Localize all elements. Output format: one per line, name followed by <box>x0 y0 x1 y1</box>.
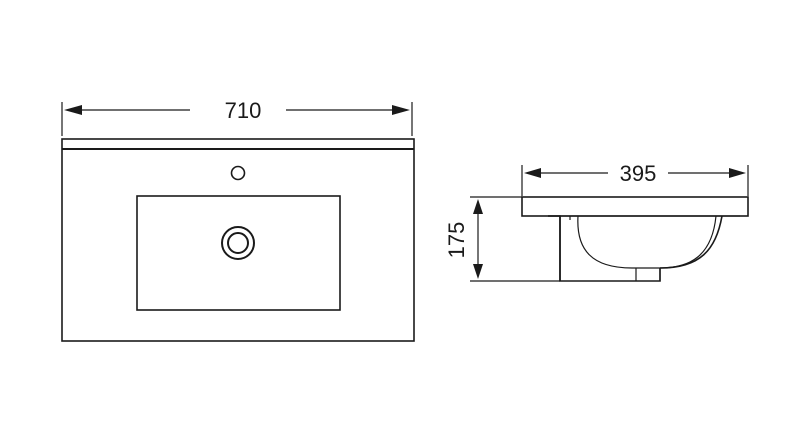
depth-dimension: 395 <box>521 161 749 196</box>
width-dimension-label: 710 <box>225 98 262 123</box>
bowl-outline <box>136 195 341 311</box>
height-dimension: 175 <box>444 196 560 282</box>
side-view: 395 175 <box>444 161 749 282</box>
depth-dimension-label: 395 <box>620 161 657 186</box>
top-view: 710 <box>61 98 415 342</box>
width-arrow-right <box>392 105 410 115</box>
basin-body-outline <box>548 215 661 282</box>
height-arrow-bottom <box>473 264 483 279</box>
tap-hole <box>230 165 246 181</box>
side-slab <box>521 196 749 217</box>
height-dimension-label: 175 <box>444 222 469 259</box>
depth-arrow-left <box>524 168 541 178</box>
bowl-inner-curve <box>577 215 717 269</box>
drain <box>221 226 255 260</box>
height-arrow-top <box>473 199 483 214</box>
depth-arrow-right <box>729 168 746 178</box>
drain-inner-ring <box>227 232 249 254</box>
width-arrow-left <box>64 105 82 115</box>
drain-outer-ring <box>221 226 255 260</box>
width-dimension: 710 <box>61 98 413 136</box>
countertop-outline <box>61 138 415 342</box>
basin-front-curve <box>659 215 723 269</box>
